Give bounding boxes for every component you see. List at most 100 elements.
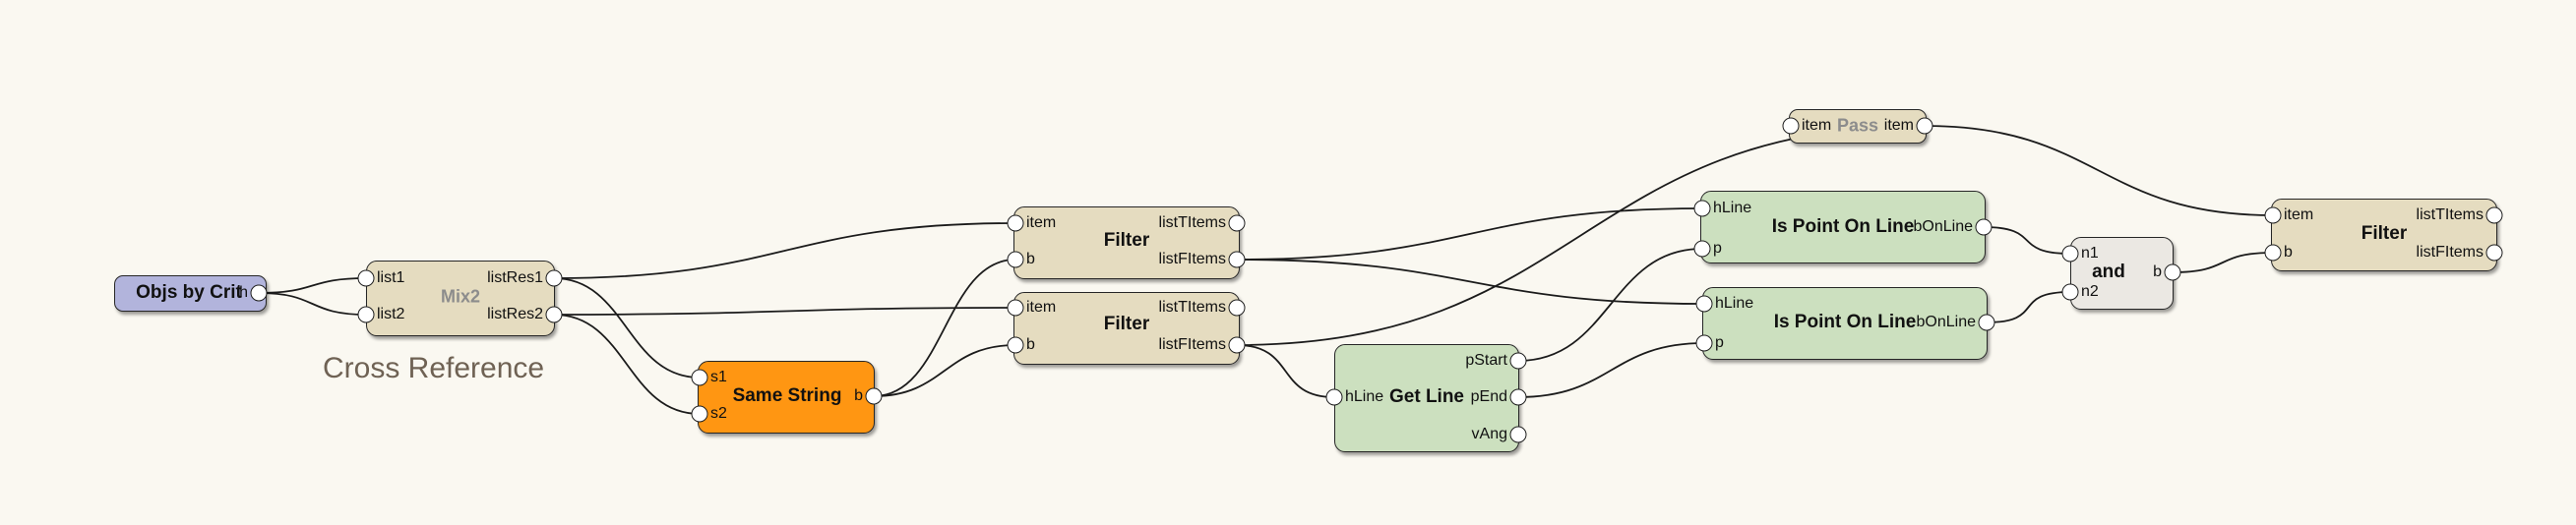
node-title-getline: Get Line — [1388, 386, 1465, 407]
node-same[interactable] — [698, 361, 875, 434]
node-title-filter1: Filter — [1103, 230, 1150, 251]
input-port-s1[interactable] — [691, 369, 708, 386]
node-title-ispol1: Is Point On Line — [1771, 216, 1915, 237]
wire-and-b-to-filter3-b — [2172, 252, 2274, 273]
output-port-listFItems[interactable] — [1228, 251, 1246, 268]
input-port-b[interactable] — [1007, 336, 1024, 354]
wire-mix2-listRes1-to-filter1-item — [553, 222, 1016, 279]
output-label-b: b — [854, 387, 863, 404]
node-getline[interactable] — [1334, 344, 1519, 452]
input-port-item[interactable] — [1782, 117, 1800, 135]
input-label-p: p — [1713, 240, 1722, 257]
input-label-hLine: hLine — [1713, 200, 1752, 216]
input-port-s2[interactable] — [691, 405, 708, 423]
input-port-list1[interactable] — [357, 269, 375, 287]
output-port-pEnd[interactable] — [1509, 388, 1527, 406]
input-port-b[interactable] — [1007, 251, 1024, 268]
output-label-pEnd: pEnd — [1470, 388, 1507, 405]
output-label-listRes2: listRes2 — [487, 306, 543, 322]
output-port-listTItems[interactable] — [1228, 299, 1246, 317]
node-filter3[interactable] — [2271, 199, 2497, 271]
input-label-s1: s1 — [710, 369, 727, 385]
output-port-bOnLine[interactable] — [1978, 314, 1995, 331]
input-label-list2: list2 — [377, 306, 405, 322]
output-port-listRes2[interactable] — [545, 306, 563, 323]
output-port-pStart[interactable] — [1509, 352, 1527, 370]
output-label-listRes1: listRes1 — [487, 269, 543, 286]
input-label-item: item — [2284, 206, 2314, 223]
input-label-b: b — [2284, 244, 2293, 261]
input-port-item[interactable] — [1007, 214, 1024, 232]
input-label-s2: s2 — [710, 405, 727, 422]
input-port-n1[interactable] — [2061, 245, 2079, 262]
node-title-objs: Objs by Crit — [136, 282, 242, 303]
input-port-list2[interactable] — [357, 306, 375, 323]
wire-mix2-listRes2-to-same-s2 — [553, 314, 701, 415]
input-label-list1: list1 — [377, 269, 405, 286]
output-port-listTItems[interactable] — [2485, 206, 2503, 224]
input-port-item[interactable] — [2264, 206, 2282, 224]
output-label-listFItems: listFItems — [1158, 251, 1226, 267]
input-port-p[interactable] — [1693, 240, 1711, 258]
input-label-item: item — [1026, 299, 1057, 316]
wire-filter2-listFItems-to-getline-hLine — [1236, 344, 1335, 398]
node-title-ispol2: Is Point On Line — [1773, 312, 1917, 332]
output-port-b[interactable] — [865, 387, 883, 405]
input-label-hLine: hLine — [1345, 388, 1384, 405]
output-label-bOnLine: bOnLine — [1913, 218, 1974, 235]
output-port-b[interactable] — [2164, 263, 2181, 281]
node-filter2[interactable] — [1013, 292, 1240, 365]
input-port-hLine[interactable] — [1695, 295, 1713, 313]
output-port-listRes1[interactable] — [545, 269, 563, 287]
input-label-b: b — [1026, 336, 1035, 353]
node-objs[interactable] — [114, 275, 267, 312]
node-title-same: Same String — [732, 385, 842, 406]
node-filter1[interactable] — [1013, 206, 1240, 279]
input-label-hLine: hLine — [1715, 295, 1754, 312]
input-port-n2[interactable] — [2061, 283, 2079, 301]
node-mix2[interactable] — [366, 261, 555, 336]
wire-getline-pEnd-to-ispol2-p — [1517, 342, 1705, 398]
wire-ispol2-bOnLine-to-and-n2 — [1986, 291, 2071, 323]
node-title-pass: Pass — [1836, 115, 1879, 136]
output-port-item[interactable] — [1916, 117, 1933, 135]
output-label-h: h — [239, 284, 248, 301]
output-port-listFItems[interactable] — [1228, 336, 1246, 354]
wire-objs-h-to-mix2-list1 — [258, 277, 367, 294]
node-pass[interactable] — [1789, 109, 1927, 144]
output-label-listTItems: listTItems — [2416, 206, 2484, 223]
node-and[interactable] — [2070, 237, 2174, 310]
output-port-listTItems[interactable] — [1228, 214, 1246, 232]
input-port-item[interactable] — [1007, 299, 1024, 317]
input-port-b[interactable] — [2264, 244, 2282, 262]
output-label-listFItems: listFItems — [2416, 244, 2484, 261]
wire-getline-pStart-to-ispol1-p — [1517, 248, 1703, 362]
node-title-mix2: Mix2 — [440, 286, 481, 307]
wire-pass-item-to-filter3-item — [1924, 125, 2274, 216]
output-label-pStart: pStart — [1465, 352, 1507, 369]
input-label-n1: n1 — [2081, 245, 2099, 262]
output-port-h[interactable] — [250, 284, 268, 302]
node-ispol2[interactable] — [1702, 287, 1988, 360]
output-label-bOnLine: bOnLine — [1916, 314, 1977, 330]
wire-mix2-listRes2-to-filter2-item — [553, 307, 1016, 316]
output-port-bOnLine[interactable] — [1975, 218, 1993, 236]
wire-ispol1-bOnLine-to-and-n1 — [1983, 226, 2071, 255]
node-title-filter2: Filter — [1103, 314, 1150, 334]
output-port-vAng[interactable] — [1509, 426, 1527, 443]
input-label-item: item — [1026, 214, 1057, 231]
output-label-listTItems: listTItems — [1158, 214, 1226, 231]
output-label-listTItems: listTItems — [1158, 299, 1226, 316]
wire-objs-h-to-mix2-list2 — [258, 292, 367, 316]
node-title-and: and — [2092, 262, 2125, 282]
node-ispol1[interactable] — [1700, 191, 1986, 263]
input-port-hLine[interactable] — [1693, 200, 1711, 217]
caption-cross-reference: Cross Reference — [323, 352, 545, 384]
wire-filter1-listFItems-to-ispol1-hLine — [1236, 207, 1703, 261]
input-label-p: p — [1715, 334, 1724, 351]
input-port-p[interactable] — [1695, 334, 1713, 352]
output-port-listFItems[interactable] — [2485, 244, 2503, 262]
input-port-hLine[interactable] — [1325, 388, 1343, 406]
input-label-item: item — [1802, 117, 1832, 134]
